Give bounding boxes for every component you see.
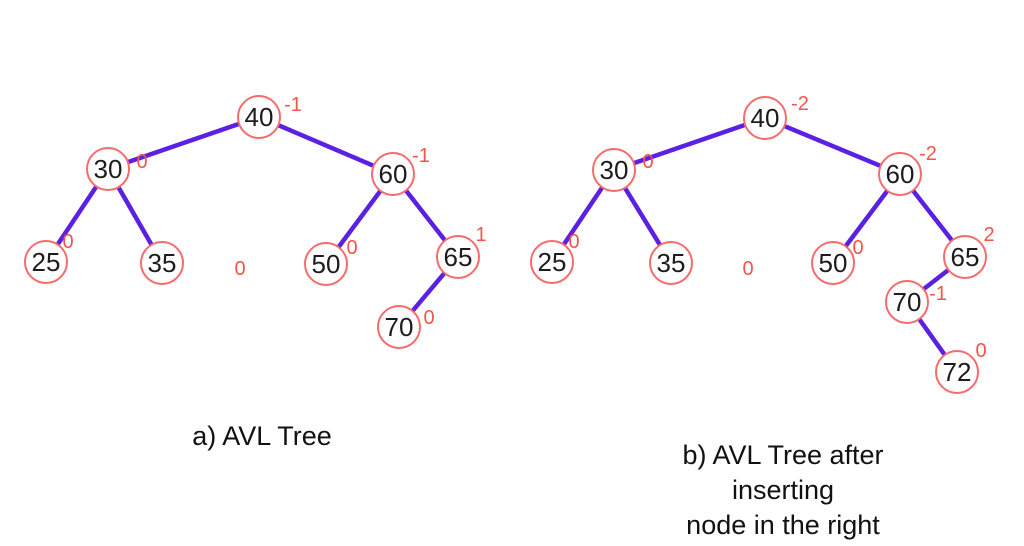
balance-factor-25: 0 <box>62 231 73 253</box>
tree-node-value-65: 65 <box>951 242 980 272</box>
tree-node-value-60: 60 <box>379 159 408 189</box>
balance-factor-60: -2 <box>919 143 937 165</box>
tree-node-circle-40 <box>743 96 787 140</box>
tree-node-value-25: 25 <box>538 247 567 277</box>
tree-edge-30-25 <box>561 185 605 247</box>
tree-edge-60-50 <box>336 188 383 250</box>
tree-node-value-70: 70 <box>893 287 922 317</box>
tree-node-value-25: 25 <box>32 247 61 277</box>
tree-node-circle-35 <box>140 241 184 285</box>
tree-node-value-35: 35 <box>657 248 686 278</box>
floating-balance-label-0: 0 <box>234 258 245 280</box>
balance-factor-60: -1 <box>412 145 430 167</box>
tree-edge-60-65 <box>910 188 955 243</box>
balance-factor-65: 2 <box>983 224 994 246</box>
balance-factor-50: 0 <box>852 237 863 259</box>
tree-node-circle-25 <box>24 240 68 284</box>
tree-node-value-40: 40 <box>245 102 274 132</box>
tree-node-value-60: 60 <box>886 159 915 189</box>
balance-factor-30: 0 <box>642 151 653 173</box>
tree-node-circle-50 <box>811 241 855 285</box>
tree-edge-40-30 <box>125 121 242 165</box>
tree-node-circle-60 <box>878 152 922 196</box>
balance-factor-40: -1 <box>284 94 302 116</box>
tree-edge-65-70 <box>410 270 447 314</box>
tree-node-value-65: 65 <box>444 242 473 272</box>
tree-edge-40-30 <box>631 122 748 166</box>
balance-factor-25: 0 <box>568 231 579 253</box>
tree-edge-60-65 <box>403 188 448 243</box>
tree-node-circle-25 <box>530 240 574 284</box>
tree-node-value-30: 30 <box>94 154 123 184</box>
balance-factor-30: 0 <box>136 151 147 173</box>
tree-node-value-50: 50 <box>312 249 341 279</box>
tree-node-value-70: 70 <box>385 312 414 342</box>
tree-node-value-30: 30 <box>600 155 629 185</box>
tree-node-circle-40 <box>237 95 281 139</box>
caption-tree-b: b) AVL Tree after inserting node in the … <box>682 440 884 546</box>
balance-factor-40: -2 <box>791 93 809 115</box>
tree-node-value-72: 72 <box>943 357 972 387</box>
balance-factor-70: -1 <box>929 283 947 305</box>
tree-node-circle-30 <box>592 148 636 192</box>
tree-edge-60-50 <box>843 188 890 249</box>
tree-node-circle-70 <box>885 280 929 324</box>
tree-node-circle-70 <box>377 305 421 349</box>
balance-factor-72: 0 <box>975 340 986 362</box>
tree-edge-30-25 <box>55 184 99 247</box>
tree-node-circle-65 <box>436 235 480 279</box>
tree-node-value-40: 40 <box>751 103 780 133</box>
tree-edge-40-60 <box>276 122 376 169</box>
tree-node-circle-60 <box>371 152 415 196</box>
balance-factor-50: 0 <box>346 237 357 259</box>
tree-edge-65-70 <box>921 267 951 292</box>
tree-edge-70-72 <box>916 316 948 358</box>
caption-tree-a: a) AVL Tree <box>192 421 332 451</box>
balance-factor-70: 0 <box>423 307 434 329</box>
tree-node-value-35: 35 <box>148 248 177 278</box>
tree-edge-40-60 <box>782 123 883 169</box>
tree-edge-30-35 <box>116 184 154 248</box>
balance-factor-65: 1 <box>475 224 486 246</box>
tree-node-circle-50 <box>304 242 348 286</box>
tree-node-circle-72 <box>935 350 979 394</box>
tree-node-value-50: 50 <box>819 248 848 278</box>
floating-balance-label-0: 0 <box>742 258 753 280</box>
tree-node-circle-65 <box>943 235 987 279</box>
tree-edge-30-35 <box>622 185 663 248</box>
tree-node-circle-35 <box>649 241 693 285</box>
tree-node-circle-30 <box>86 147 130 191</box>
